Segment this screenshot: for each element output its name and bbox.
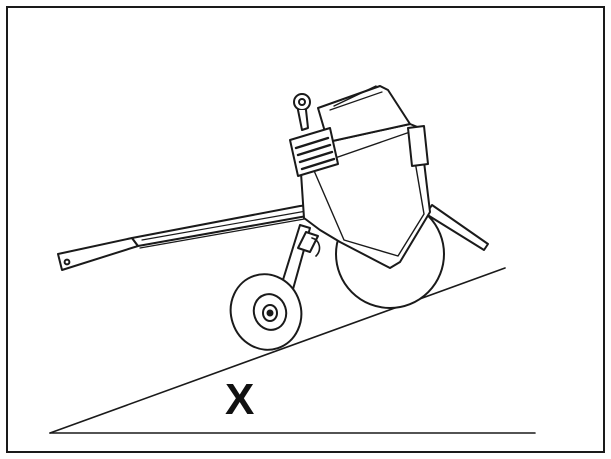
transport-wheel-icon: [229, 273, 303, 351]
slope-angle-label: X: [225, 375, 255, 424]
slope-line: [49, 267, 506, 434]
tow-handle-icon: [57, 203, 319, 271]
lifting-eye-icon: [293, 93, 311, 131]
roller-machine-icon: [57, 85, 489, 351]
